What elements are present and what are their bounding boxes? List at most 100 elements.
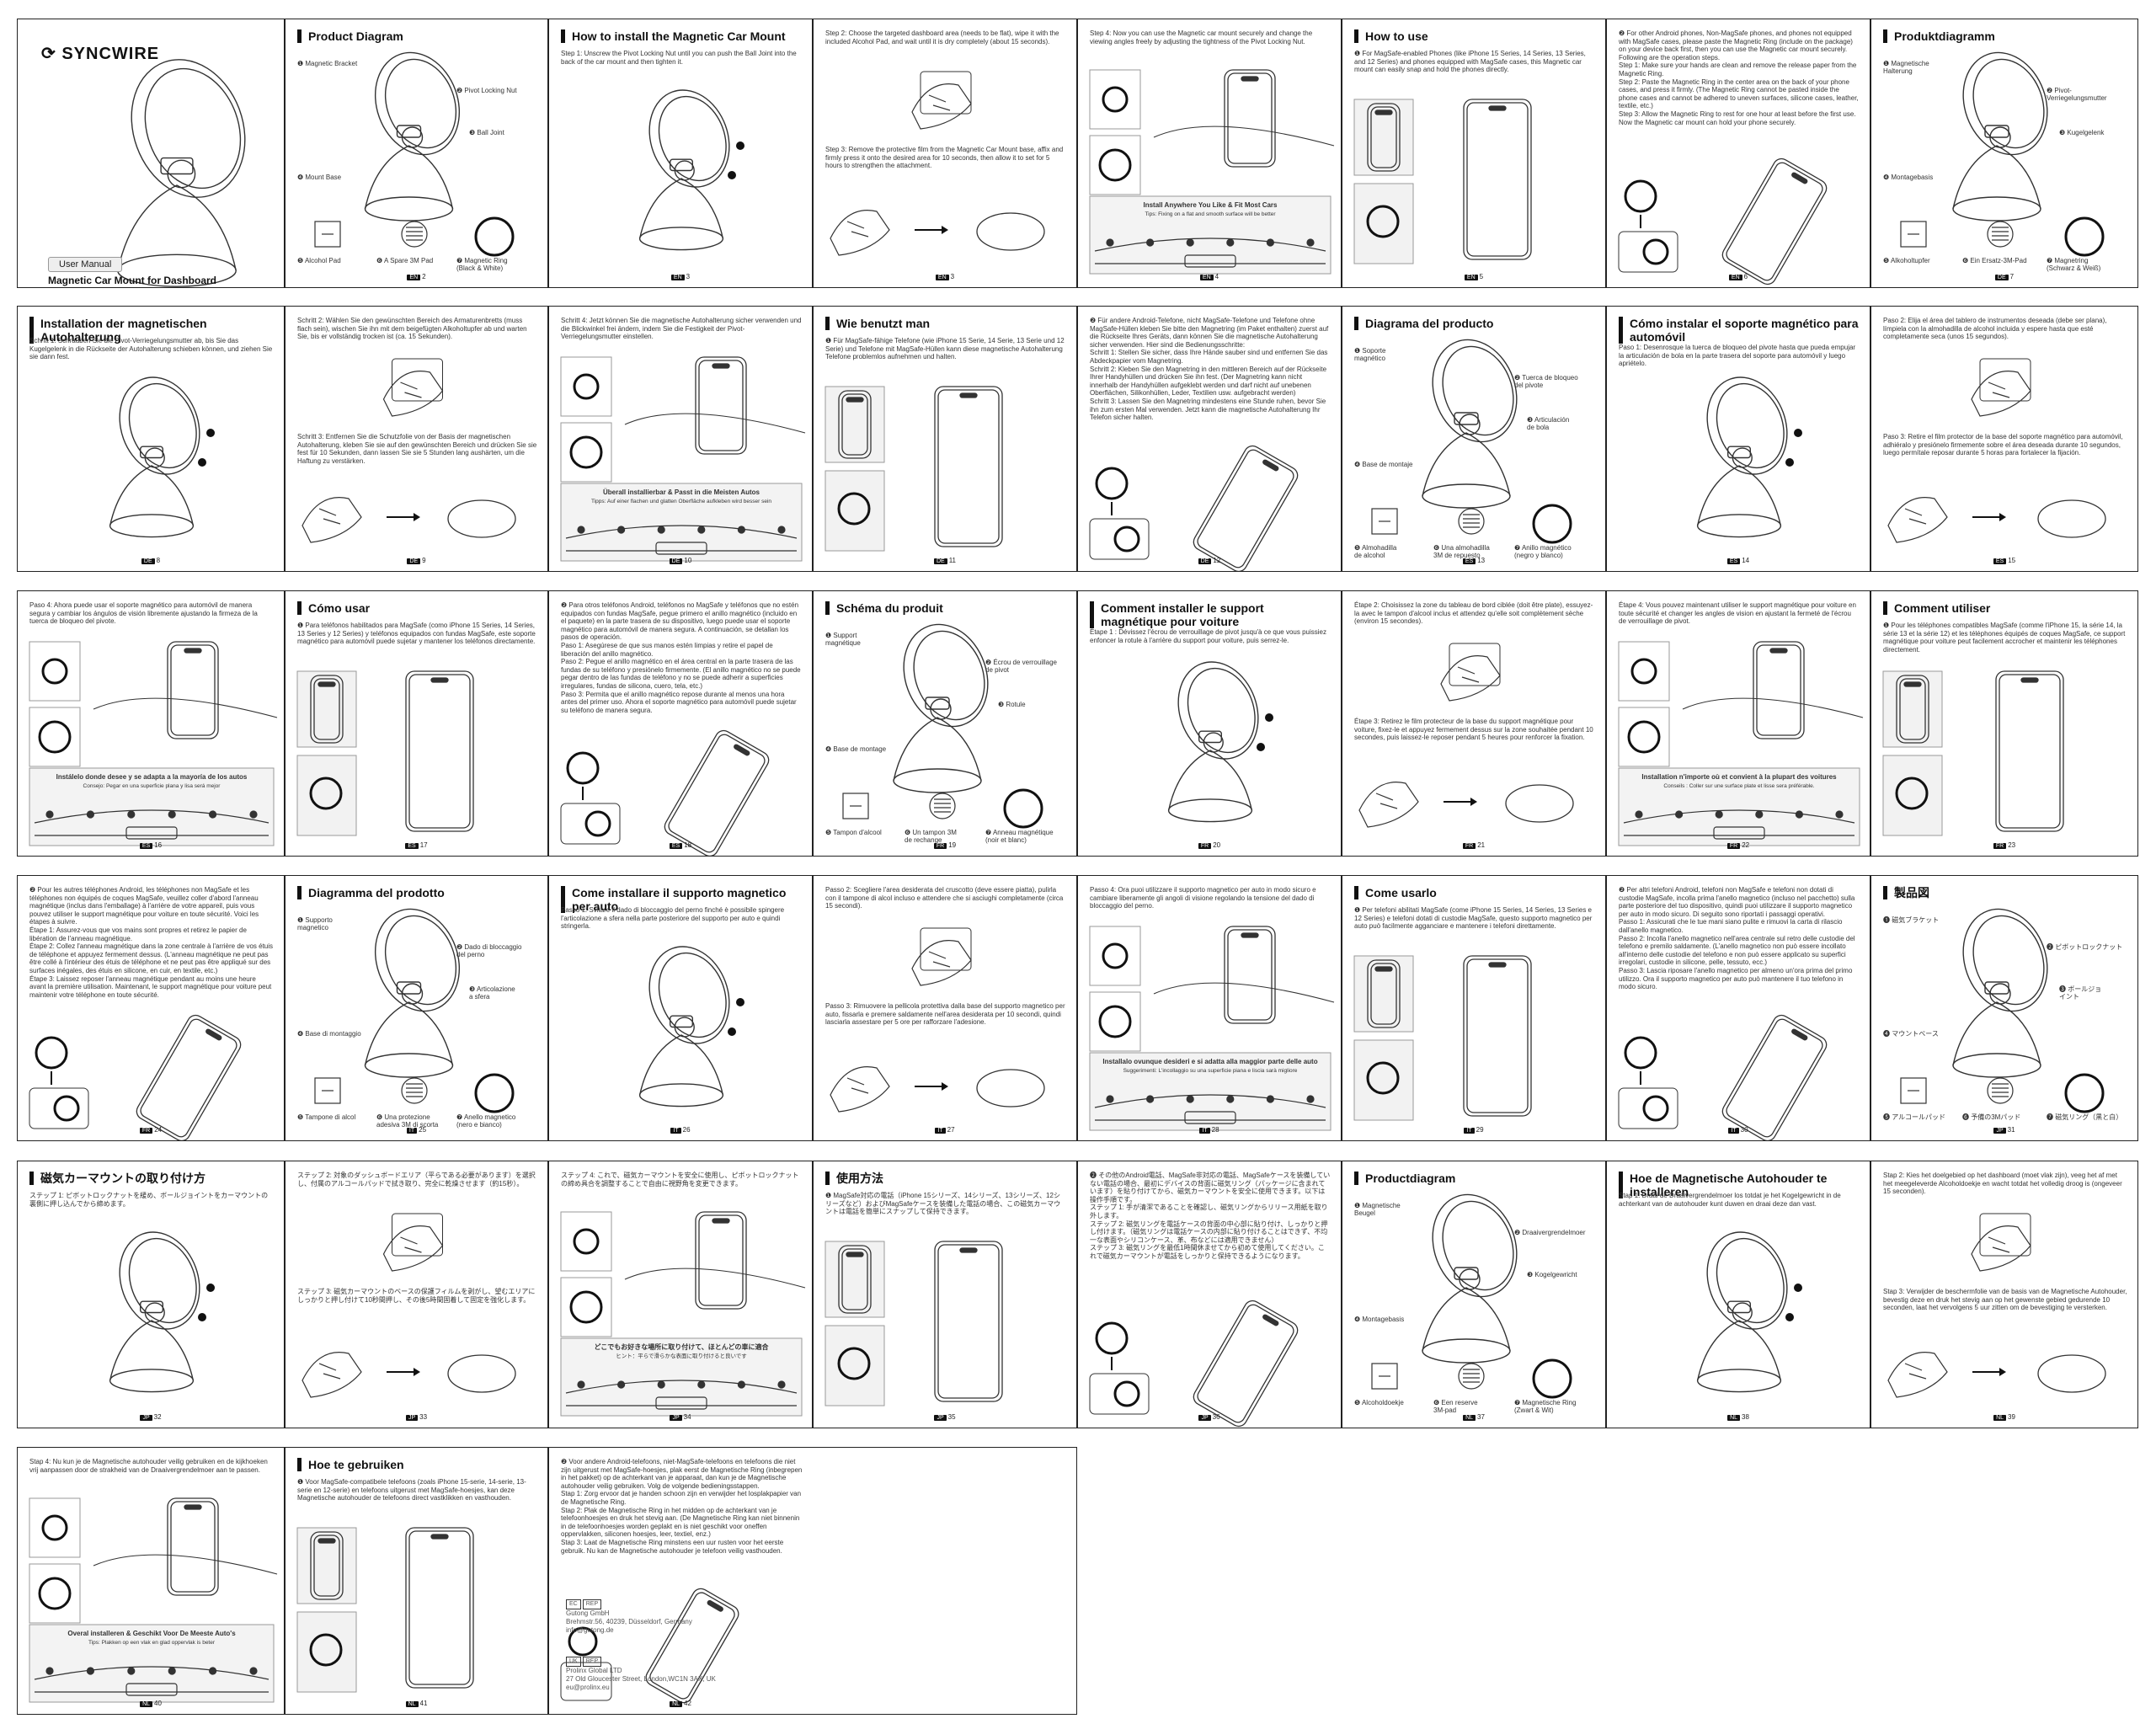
alcohol-pad-illustration	[842, 793, 869, 819]
part-label: ❸ ボールジョ イント	[2059, 985, 2102, 1001]
section-title: Schéma du produit	[825, 601, 1068, 615]
language-tag: FR	[933, 843, 947, 849]
instruction-text: Schritt 4: Jetzt können Sie die magnetis…	[561, 317, 803, 341]
part-label: ❸ Articulación de bola	[1527, 416, 1570, 431]
section-title: Product Diagram	[297, 29, 539, 43]
part-label: ❶ Magnetische Beugel	[1354, 1202, 1401, 1217]
magnetic-ring-illustration	[573, 1228, 600, 1255]
panel-illustration	[109, 1231, 215, 1393]
phone-illustration	[310, 675, 344, 744]
panel-illustration	[1353, 955, 1532, 1121]
magnetic-ring-illustration	[1102, 942, 1129, 969]
part-label: ❶ Supporto magnetico	[297, 916, 333, 931]
part-label: ❹ Base de montaje	[1354, 461, 1413, 468]
magnetic-ring-illustration	[1098, 148, 1132, 182]
page-number: 37	[1477, 1413, 1485, 1421]
magnetic-ring-illustration	[1003, 788, 1043, 829]
instruction-text: ❶ MagSafe対応の電話（iPhone 15シリーズ、14シリーズ、13シリ…	[825, 1192, 1061, 1216]
language-tag: FR	[1198, 843, 1212, 849]
part-label: ❸ Kugelgelenk	[2059, 129, 2105, 136]
car-mount-illustration	[109, 1231, 200, 1393]
language-tag: FR	[139, 1128, 153, 1134]
page-number: 15	[2008, 557, 2016, 564]
panel-illustration	[1167, 661, 1273, 823]
page-number: 34	[683, 1413, 691, 1421]
page-number: 27	[947, 1126, 955, 1134]
dashboard-illustration	[1094, 238, 1326, 268]
page-number: 28	[1211, 1126, 1219, 1134]
instruction-text: ❷ Para otros teléfonos Android, teléfono…	[561, 601, 801, 714]
instruction-text: Passo 4: Ora puoi utilizzare il supporto…	[1090, 886, 1318, 910]
part-label: ❻ Una protezione adesiva 3M di scorta	[376, 1113, 439, 1129]
panel-illustration	[825, 386, 1003, 552]
magnetic-ring-illustration	[1627, 720, 1661, 754]
section-title: 磁気カーマウントの取り付け方	[29, 1172, 275, 1185]
phone-illustration	[934, 1241, 1003, 1402]
magnetic-ring-illustration	[309, 777, 343, 810]
panel-illustration	[1371, 1193, 1572, 1399]
car-mount-illustration	[638, 946, 730, 1108]
dashboard-illustration	[1623, 809, 1855, 840]
phone-illustration	[1463, 99, 1532, 260]
language-tag: IT	[1464, 1128, 1475, 1134]
page-number: 20	[1213, 841, 1221, 849]
section-title: Diagramma del prodotto	[297, 886, 539, 899]
language-tag: NL	[140, 1701, 153, 1707]
magnetic-ring-illustration	[837, 492, 871, 526]
instruction-text: Passo 3: Rimuovere la pellicola protetti…	[825, 1002, 1067, 1027]
magnetic-ring-illustration	[569, 1290, 603, 1324]
page-number: 40	[154, 1700, 162, 1707]
dashboard-illustration	[34, 1666, 270, 1696]
language-tag: IT	[1199, 1128, 1210, 1134]
dashboard-illustration	[1094, 1094, 1326, 1124]
page-number: 35	[947, 1413, 956, 1421]
instruction-text: Step 4: Now you can use the Magnetic car…	[1090, 29, 1315, 45]
part-label: ❺ Alcoholdoekje	[1354, 1399, 1404, 1406]
magnetic-ring-illustration	[573, 373, 600, 400]
instruction-text: Stap 3: Verwijder de beschermfolie van d…	[1883, 1288, 2129, 1312]
install-banner-tip: Tips: Plakken op een vlak en glad opperv…	[88, 1640, 216, 1646]
part-label: ❶ 磁気ブラケット	[1883, 916, 1940, 924]
magnetic-ring-illustration	[1532, 1358, 1572, 1399]
part-label: ❸ Rotule	[998, 701, 1026, 708]
panel-illustration	[302, 1213, 516, 1398]
panel-illustration	[117, 59, 246, 287]
language-tag: DE	[933, 558, 947, 564]
panel-illustration	[1089, 926, 1335, 1131]
instruction-text: ステップ 1: ピボットロックナットを緩め、ボールジョイントをカーマウントの裏側…	[29, 1192, 269, 1208]
panel-illustration	[1882, 670, 2064, 836]
section-title: Comment utiliser	[1883, 601, 2129, 615]
alcohol-pad-illustration	[1900, 1077, 1927, 1104]
language-tag: NL	[1993, 1415, 2007, 1421]
car-mount-illustration	[1167, 661, 1259, 823]
car-mount-illustration	[1422, 339, 1518, 509]
part-label: ❻ A Spare 3M Pad	[376, 257, 434, 264]
language-tag: ES	[405, 843, 419, 849]
phone-illustration	[136, 1014, 242, 1140]
phone-illustration	[664, 729, 770, 856]
hand-illustration	[302, 1352, 362, 1398]
part-label: ❸ Ball Joint	[469, 129, 504, 136]
spare-3m-pad-illustration	[929, 793, 956, 819]
language-tag: ES	[669, 843, 683, 849]
phone-illustration	[1753, 641, 1805, 739]
language-tag: EN	[407, 275, 421, 280]
part-label: ❼ Magnetische Ring (Zwart & Wit)	[1514, 1399, 1577, 1414]
phone-illustration	[167, 1497, 219, 1596]
magnetic-ring-illustration	[1095, 467, 1129, 500]
page-number: 32	[153, 1413, 162, 1421]
car-mount-illustration	[638, 89, 730, 251]
page-number: 11	[948, 557, 957, 564]
page-number: 31	[2007, 1126, 2015, 1134]
magnetic-ring-illustration	[41, 658, 68, 685]
part-label: ❺ Alcohol Pad	[297, 257, 341, 264]
instruction-text: Étape 1 : Dévissez l'écrou de verrouilla…	[1090, 628, 1329, 644]
page-number: 26	[682, 1126, 691, 1134]
uk-tag: UK	[566, 1657, 581, 1667]
